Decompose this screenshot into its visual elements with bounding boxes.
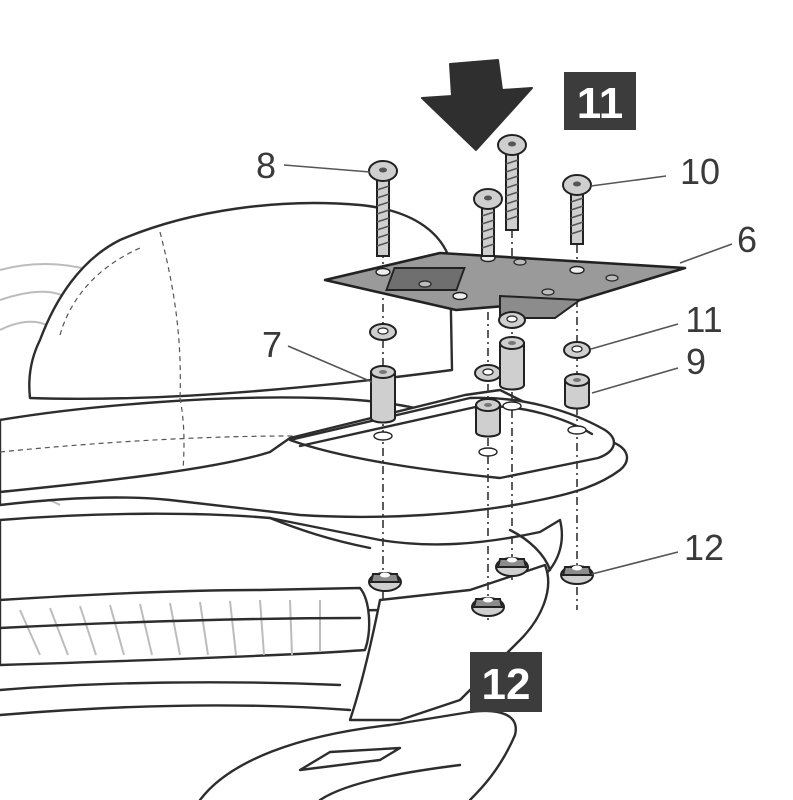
callout-10: 10 — [680, 151, 720, 192]
callout-7: 7 — [262, 324, 282, 365]
callout-labels: 8 10 6 7 11 9 12 — [256, 145, 757, 568]
screws — [368, 134, 592, 257]
callout-12: 12 — [684, 527, 724, 568]
spacers — [370, 336, 590, 438]
nut-left — [368, 572, 402, 592]
step-box-12: 12 — [470, 652, 542, 712]
step-box-11-label: 11 — [577, 79, 624, 128]
nut-top — [495, 557, 529, 577]
callout-6: 6 — [737, 219, 757, 260]
washers — [369, 311, 591, 382]
mounting-plate — [323, 251, 687, 319]
screw-top — [497, 134, 527, 231]
callout-8: 8 — [256, 145, 276, 186]
callout-leaders — [283, 164, 733, 575]
spacer-top — [499, 336, 525, 391]
rack-holes — [373, 401, 587, 457]
step-box-11: 11 — [564, 72, 636, 130]
screw-center — [473, 188, 503, 257]
motorcycle-rear-illustration — [0, 201, 629, 800]
spacer-center — [475, 398, 501, 438]
callout-9: 9 — [686, 341, 706, 382]
screw-10 — [562, 174, 592, 245]
step-box-12-label: 12 — [482, 660, 531, 709]
spacer-9 — [564, 373, 590, 410]
nut-center — [471, 597, 505, 617]
down-arrow-icon — [421, 59, 533, 151]
screw-8 — [368, 160, 398, 257]
spacer-7 — [370, 365, 396, 424]
callout-11: 11 — [685, 299, 722, 340]
nut-right — [560, 565, 594, 585]
flange-nuts — [368, 557, 594, 617]
